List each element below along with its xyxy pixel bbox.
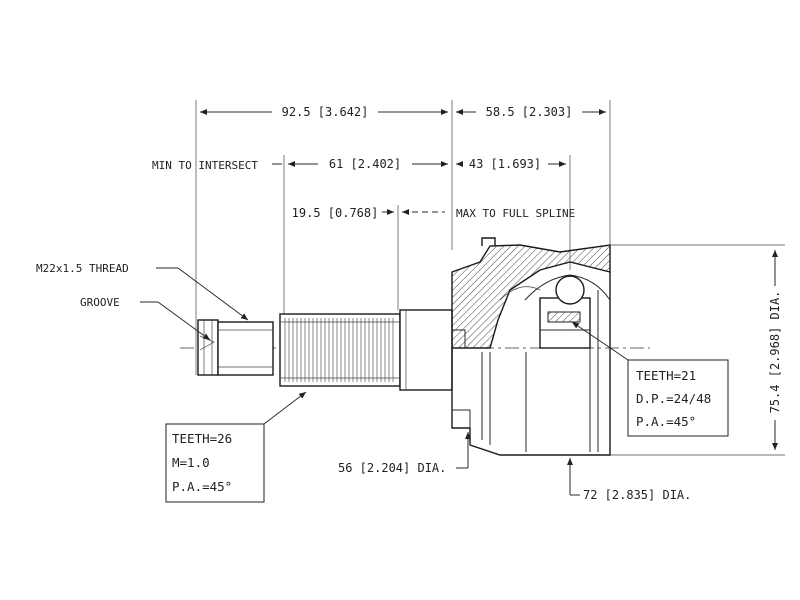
overall-left-label: 92.5 [3.642] [282, 105, 369, 119]
housing-dia-callout: 72 [2.835] DIA. [567, 458, 691, 502]
dim-overall: 92.5 [3.642] 58.5 [2.303] [200, 105, 606, 119]
overall-right-label: 58.5 [2.303] [486, 105, 573, 119]
inner-race [499, 274, 611, 349]
spline-length-label: 19.5 [0.768] [292, 206, 379, 220]
outer-dia-label: 75.4 [2.968] DIA. [768, 291, 782, 414]
intersect-length-label: 61 [2.402] [329, 157, 401, 171]
spec-left-module: M=1.0 [172, 455, 210, 470]
housing-dia-label: 72 [2.835] DIA. [583, 488, 691, 502]
outer-dia-callout: 75.4 [2.968] DIA. [768, 250, 782, 450]
spec-right-pressure-angle: P.A.=45° [636, 414, 696, 429]
spec-right-teeth: TEETH=21 [636, 368, 696, 383]
min-to-intersect-label: MIN TO INTERSECT [152, 159, 258, 172]
groove-label: GROOVE [80, 296, 120, 309]
spec-right-diametral-pitch: D.P.=24/48 [636, 391, 711, 406]
spec-left-teeth: TEETH=26 [172, 431, 232, 446]
ball [555, 275, 585, 305]
max-to-full-spline-label: MAX TO FULL SPLINE [456, 207, 575, 220]
groove-callout: GROOVE [80, 296, 211, 341]
dim-spline: 19.5 [0.768] MAX TO FULL SPLINE [292, 206, 576, 220]
bell-housing [451, 237, 611, 456]
thread-label: M22x1.5 THREAD [36, 262, 129, 275]
seal-dia-label: 56 [2.204] DIA. [338, 461, 446, 475]
dim-intersect: MIN TO INTERSECT 61 [2.402] 43 [1.693] [152, 157, 566, 172]
spec-left-pressure-angle: P.A.=45° [172, 479, 232, 494]
splined-shaft [279, 309, 453, 391]
spec-box-right: TEETH=21 D.P.=24/48 P.A.=45° [571, 321, 729, 437]
seal-dia-callout: 56 [2.204] DIA. [338, 432, 471, 475]
thread-callout: M22x1.5 THREAD [36, 262, 249, 321]
intersect-right-label: 43 [1.693] [469, 157, 541, 171]
spec-box-left: TEETH=26 M=1.0 P.A.=45° [165, 391, 307, 503]
threaded-end [197, 319, 274, 376]
